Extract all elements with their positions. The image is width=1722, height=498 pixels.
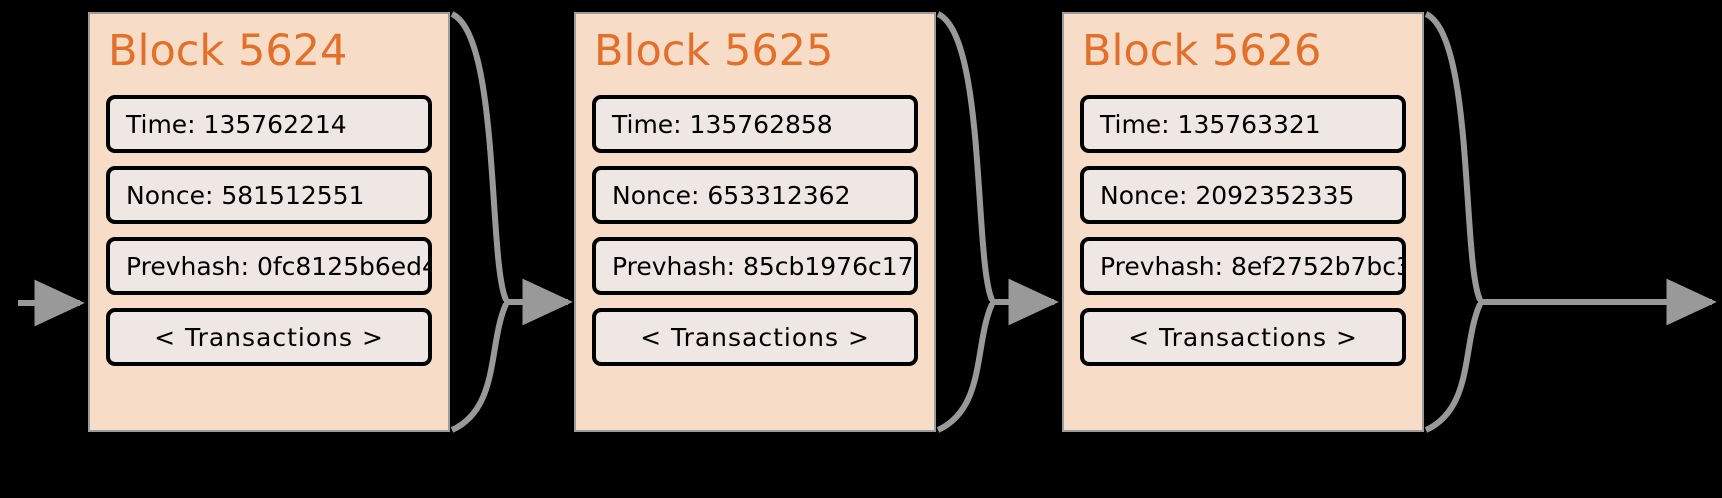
field-transactions[interactable]: < Transactions > bbox=[1080, 308, 1406, 366]
field-prevhash: Prevhash: 85cb1976c171 bbox=[592, 237, 918, 295]
field-time: Time: 135762858 bbox=[592, 95, 918, 153]
field-time: Time: 135763321 bbox=[1080, 95, 1406, 153]
block-fields: Time: 135762858 Nonce: 653312362 Prevhas… bbox=[576, 95, 934, 366]
field-nonce: Nonce: 581512551 bbox=[106, 166, 432, 224]
block-card-1[interactable]: Block 5625 Time: 135762858 Nonce: 653312… bbox=[574, 12, 936, 432]
block-card-2[interactable]: Block 5626 Time: 135763321 Nonce: 209235… bbox=[1062, 12, 1424, 432]
brace-block-1 bbox=[450, 11, 509, 302]
field-nonce: Nonce: 653312362 bbox=[592, 166, 918, 224]
field-transactions[interactable]: < Transactions > bbox=[106, 308, 432, 366]
block-title: Block 5626 bbox=[1082, 26, 1322, 76]
field-prevhash: Prevhash: 0fc8125b6ed4 bbox=[106, 237, 432, 295]
field-nonce: Nonce: 2092352335 bbox=[1080, 166, 1406, 224]
field-time: Time: 135762214 bbox=[106, 95, 432, 153]
brace-block-3 bbox=[1424, 11, 1483, 302]
field-prevhash: Prevhash: 8ef2752b7bc3 bbox=[1080, 237, 1406, 295]
block-fields: Time: 135763321 Nonce: 2092352335 Prevha… bbox=[1064, 95, 1422, 366]
block-fields: Time: 135762214 Nonce: 581512551 Prevhas… bbox=[90, 95, 448, 366]
block-title: Block 5625 bbox=[594, 26, 834, 76]
block-card-0[interactable]: Block 5624 Time: 135762214 Nonce: 581512… bbox=[88, 12, 450, 432]
field-transactions[interactable]: < Transactions > bbox=[592, 308, 918, 366]
block-title: Block 5624 bbox=[108, 26, 348, 76]
brace-block-3-lower bbox=[1424, 302, 1483, 433]
brace-block-2-lower bbox=[936, 302, 995, 433]
brace-block-1-lower bbox=[450, 302, 509, 433]
brace-block-2 bbox=[936, 11, 995, 302]
